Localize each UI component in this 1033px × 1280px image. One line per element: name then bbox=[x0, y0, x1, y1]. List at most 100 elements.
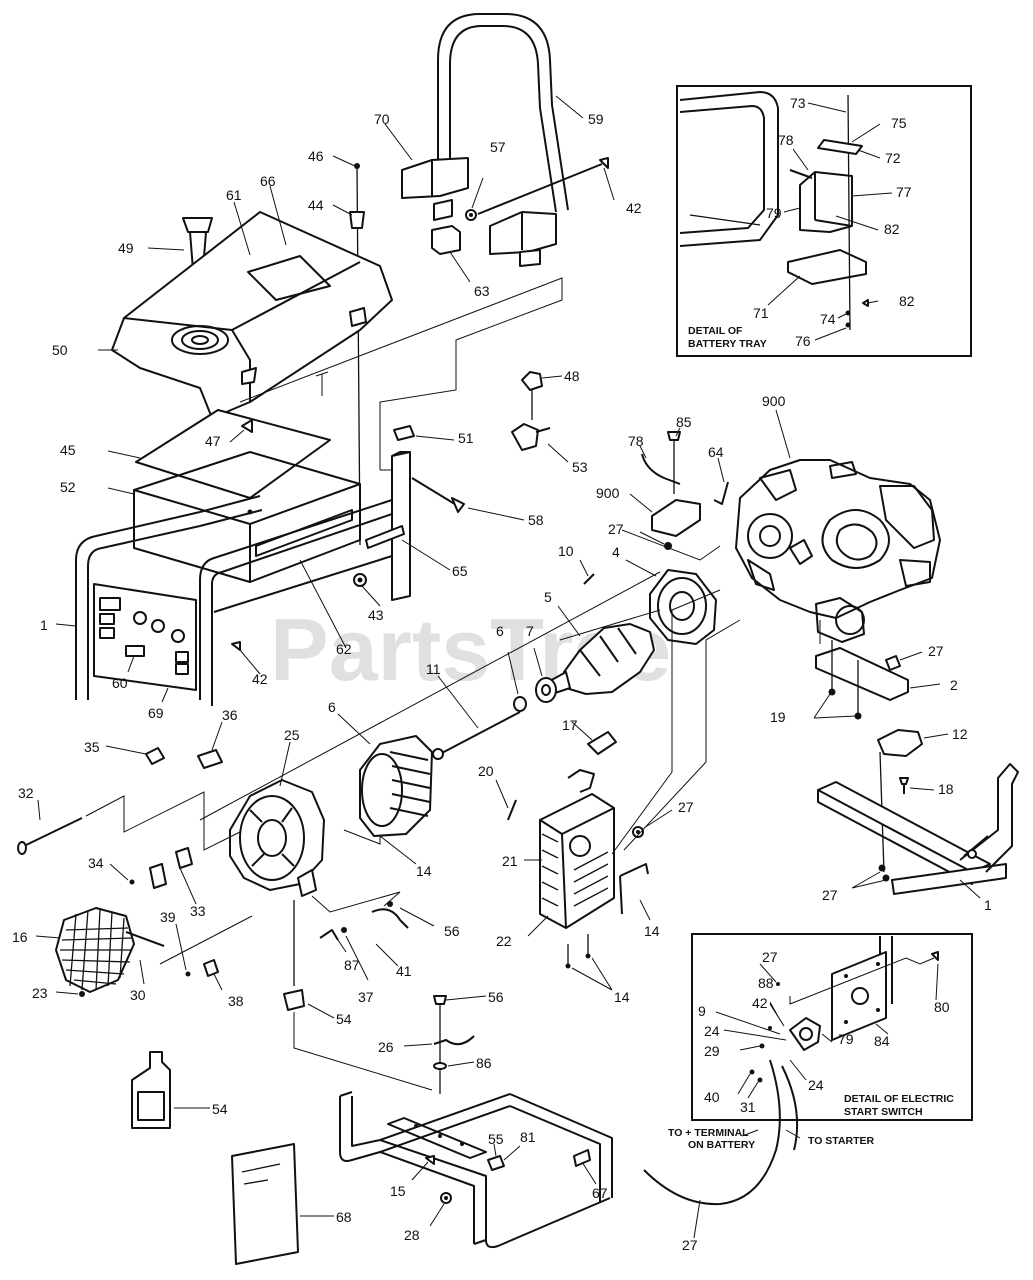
alternator-parts: 10 4 5 7 6 11 6 bbox=[199, 543, 717, 837]
callout-74: 74 bbox=[820, 311, 836, 327]
callout-22: 22 bbox=[496, 933, 512, 949]
callout-70: 70 bbox=[374, 111, 390, 127]
callout-50: 50 bbox=[52, 342, 68, 358]
callout-80: 68 bbox=[336, 1209, 352, 1225]
callout-30: 23 bbox=[32, 985, 48, 1001]
callout-36: 36 bbox=[222, 707, 238, 723]
callout-15: 55 bbox=[488, 1131, 504, 1147]
callout-82: 82 bbox=[884, 221, 900, 237]
callout-27b: 27 bbox=[678, 799, 694, 815]
callout-57: 57 bbox=[490, 139, 506, 155]
callout-24c: 31 bbox=[740, 1099, 756, 1115]
callout-76: 76 bbox=[795, 333, 811, 349]
wiring-group: 14 87 37 41 56 54 bbox=[283, 829, 460, 1091]
fuel-tank-group: 46 44 49 61 66 50 45 47 52 62 bbox=[52, 148, 393, 657]
callout-38: 39 bbox=[160, 909, 176, 925]
callout-29: 42 bbox=[752, 995, 768, 1011]
callout-900: 900 bbox=[762, 393, 786, 409]
callout-10: 10 bbox=[558, 543, 574, 559]
callout-55: 86 bbox=[476, 1055, 492, 1071]
callout-82b: 82 bbox=[899, 293, 915, 309]
callout-37: 38 bbox=[228, 993, 244, 1009]
callout-86: 56 bbox=[488, 989, 504, 1005]
callout-59: 59 bbox=[588, 111, 604, 127]
callout-27: 27 bbox=[608, 521, 624, 537]
callout-77: 77 bbox=[896, 184, 912, 200]
callout-66: 66 bbox=[260, 173, 276, 189]
battery-detail-caption-2: BATTERY TRAY bbox=[688, 338, 767, 350]
callout-72: 72 bbox=[885, 150, 901, 166]
callout-42: 42 bbox=[626, 200, 642, 216]
callout-84: 9 bbox=[698, 1003, 706, 1019]
callout-24b: 29 bbox=[704, 1043, 720, 1059]
callout-11: 11 bbox=[426, 661, 441, 677]
callout-67: 81 bbox=[520, 1129, 536, 1145]
battery-tray-detail: 73 75 72 78 77 79 82 71 82 74 76 DETAIL … bbox=[676, 85, 972, 357]
engine-assembly: 900 78 85 64 900 27 bbox=[596, 393, 941, 643]
callout-12: 12 bbox=[952, 726, 968, 742]
callout-34: 34 bbox=[88, 855, 104, 871]
callout-53: 47 bbox=[205, 433, 221, 449]
connection-lines-upper bbox=[239, 277, 563, 471]
engine-support: 27 2 19 12 18 27 1 bbox=[770, 640, 1019, 913]
callout-79: 79 bbox=[766, 205, 782, 221]
callout-19: 19 bbox=[770, 709, 786, 725]
note-to-terminal-1: TO + TERMINAL bbox=[668, 1127, 749, 1139]
callout-54b: 26 bbox=[378, 1039, 394, 1055]
callout-49: 49 bbox=[118, 240, 134, 256]
callout-54: 41 bbox=[396, 963, 412, 979]
callout-27d: 27 bbox=[822, 887, 838, 903]
battery-detail-caption-1: DETAIL OF bbox=[688, 325, 743, 337]
callout-42c: 27 bbox=[762, 949, 778, 965]
callout-46: 46 bbox=[308, 148, 324, 164]
callout-65: 65 bbox=[452, 563, 468, 579]
callout-58: 58 bbox=[528, 512, 544, 528]
callout-44: 44 bbox=[308, 197, 324, 213]
callout-6b: 6 bbox=[328, 699, 336, 715]
callout-85: 85 bbox=[676, 414, 692, 430]
callout-56b: 56 bbox=[444, 923, 460, 939]
callout-32: 32 bbox=[18, 785, 34, 801]
callout-48: 48 bbox=[564, 368, 580, 384]
callout-17: 17 bbox=[562, 717, 578, 733]
callout-51: 52 bbox=[60, 479, 76, 495]
callout-27c: 27 bbox=[928, 643, 944, 659]
end-bell-group: 36 35 25 32 34 33 16 2 bbox=[12, 707, 325, 1009]
callout-900b: 900 bbox=[596, 485, 620, 501]
callout-78b: 78 bbox=[628, 433, 644, 449]
note-to-terminal-2: ON BATTERY bbox=[688, 1139, 755, 1151]
callout-75: 75 bbox=[891, 115, 907, 131]
callout-4: 4 bbox=[612, 544, 620, 560]
callout-45: 51 bbox=[458, 430, 474, 446]
callout-35: 35 bbox=[84, 739, 100, 755]
callout-23: 14 bbox=[416, 863, 432, 879]
callout-21: 21 bbox=[502, 853, 518, 869]
callout-69: 69 bbox=[148, 705, 164, 721]
callout-79b: 24 bbox=[704, 1023, 720, 1039]
callout-83: 24 bbox=[808, 1077, 824, 1093]
callout-31: 79 bbox=[838, 1031, 854, 1047]
callout-42b: 42 bbox=[252, 671, 268, 687]
callout-25: 25 bbox=[284, 727, 300, 743]
start-switch-detail: 27 80 88 42 9 24 29 84 79 24 40 31 DETAI… bbox=[691, 933, 973, 1121]
callout-7: 7 bbox=[526, 623, 534, 639]
callout-63: 63 bbox=[474, 283, 490, 299]
callout-88: 27 bbox=[682, 1237, 698, 1253]
callout-68: 67 bbox=[592, 1185, 608, 1201]
muffler-group: 17 20 21 22 27 14 14 bbox=[478, 589, 741, 1005]
callout-61: 61 bbox=[226, 187, 242, 203]
callout-28: 15 bbox=[390, 1183, 406, 1199]
callout-24: 88 bbox=[758, 975, 774, 991]
callout-2: 2 bbox=[950, 677, 958, 693]
callout-33: 33 bbox=[190, 903, 206, 919]
callout-47: 53 bbox=[572, 459, 588, 475]
callout-1: 1 bbox=[40, 617, 48, 633]
callout-1b: 1 bbox=[984, 897, 992, 913]
callout-71: 71 bbox=[753, 305, 769, 321]
callout-20: 20 bbox=[478, 763, 494, 779]
handle-assembly: 70 59 57 42 63 bbox=[374, 13, 642, 299]
callout-64: 64 bbox=[708, 444, 724, 460]
switch-detail-caption-2: START SWITCH bbox=[844, 1106, 923, 1118]
oil-and-manual: 54 68 bbox=[131, 1051, 352, 1265]
callout-60: 60 bbox=[112, 675, 128, 691]
